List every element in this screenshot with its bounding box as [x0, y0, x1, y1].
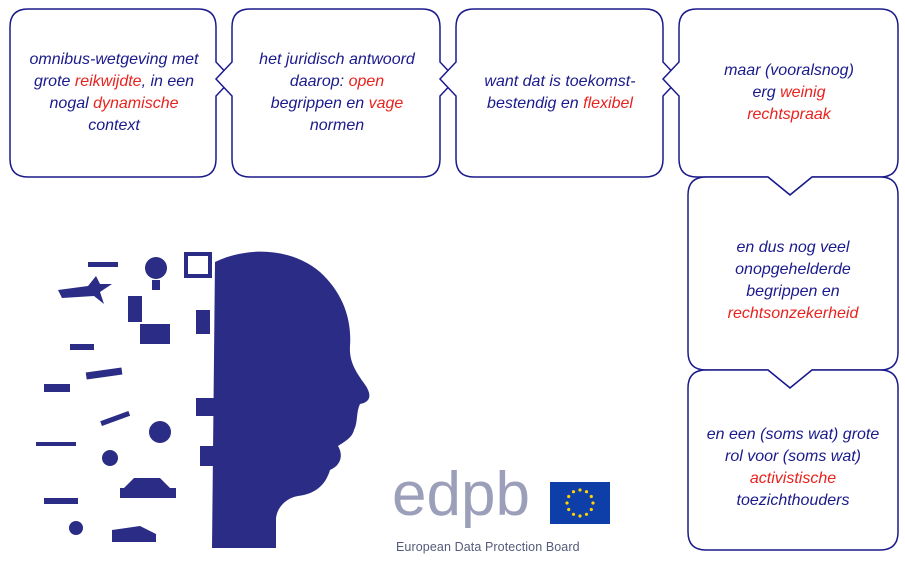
- box-icon: [200, 446, 220, 466]
- box2-highlight: vage: [368, 95, 404, 112]
- flow-box-6-text: en een (soms wat) grote rol voor (soms w…: [692, 390, 894, 546]
- flow-box-1-shape: [9, 8, 234, 178]
- globe-icon: [145, 257, 167, 279]
- tool-icon: [70, 344, 94, 350]
- box3-text-part: want dat is toekomst-bestendig en: [484, 73, 636, 112]
- bulb-icon: [251, 467, 269, 485]
- guitar-icon: [85, 367, 123, 380]
- flow-box-3-shape: [438, 8, 681, 178]
- shoe-icon: [112, 526, 156, 542]
- camera-icon: [149, 421, 171, 443]
- eu-star: [589, 507, 593, 512]
- eu-star: [567, 507, 571, 512]
- flow-box-1-text: omnibus-wetgeving met grote reikwijdte, …: [14, 14, 214, 172]
- box2-text-part: begrippen en: [270, 95, 369, 112]
- edpb-subtitle: European Data Protection Board: [396, 540, 580, 554]
- laptop-icon: [140, 324, 170, 344]
- car-icon: [120, 478, 176, 498]
- box6-text-part: en een (soms wat) grote rol voor (soms w…: [706, 426, 880, 465]
- eu-star: [565, 501, 569, 505]
- flow-box-4-text: maar (vooralsnog) erg weinig rechtspraak: [683, 14, 895, 172]
- eu-star: [578, 514, 582, 518]
- wrench-icon: [100, 410, 131, 426]
- box1-highlight: reikwijdte: [74, 73, 142, 90]
- globe-stand-icon: [152, 280, 160, 290]
- box1-text-part: , in een nogal: [49, 73, 195, 112]
- flow-shapes: [9, 8, 899, 551]
- gear-icon: [228, 314, 248, 334]
- keyboard-icon: [232, 356, 264, 384]
- flow-box-2-shape: [214, 8, 458, 178]
- head-illustration: [36, 251, 370, 548]
- box6-text-part: toezichthouders: [736, 492, 850, 509]
- eu-star: [571, 512, 576, 516]
- ruler-icon: [36, 442, 76, 446]
- head-silhouette: [212, 251, 370, 548]
- box4-highlight: weinig rechtspraak: [747, 84, 831, 123]
- box6-highlight: activistische: [749, 470, 837, 487]
- edpb-wordmark: edpb: [392, 460, 530, 529]
- box1-text-part: omnibus-wetgeving met grote: [29, 51, 199, 90]
- eu-star: [567, 494, 571, 499]
- flow-box-2-text: het juridisch antwoord daarop: open begr…: [236, 14, 438, 172]
- box1-highlight: dynamische: [93, 95, 179, 112]
- box2-text-part: normen: [309, 117, 365, 134]
- eu-star: [571, 490, 576, 494]
- object-icons: [36, 252, 269, 542]
- flow-box-6-shape: [687, 369, 899, 551]
- eu-flag: [550, 482, 610, 524]
- phone-icon: [196, 310, 210, 334]
- box2-text-part: het juridisch antwoord daarop:: [259, 51, 415, 90]
- flow-box-5-text: en dus nog veel onopgehelderde begrippen…: [692, 196, 894, 366]
- airplane-icon: [58, 276, 112, 304]
- eu-star: [578, 488, 582, 492]
- box5-highlight: rechtsonzekerheid: [727, 305, 859, 322]
- eu-star: [584, 512, 589, 516]
- frame-icon: [184, 252, 212, 278]
- clock-icon: [102, 450, 118, 466]
- box3-highlight: flexibel: [583, 95, 633, 112]
- eu-stars-icon: [565, 488, 595, 518]
- eu-star: [584, 490, 589, 494]
- box1-text-part: context: [88, 117, 140, 134]
- box2-highlight: open: [348, 73, 385, 90]
- hammer-icon: [88, 262, 118, 267]
- box5-text-part: en dus nog veel onopgehelderde begrippen…: [735, 239, 851, 300]
- eu-star: [591, 501, 595, 505]
- box4-text-part: maar (vooralsnog) erg: [724, 62, 854, 101]
- scale-icon: [69, 521, 83, 535]
- flow-box-3-text: want dat is toekomst-bestendig en flexib…: [460, 14, 660, 172]
- edpb-logo: edpb: [392, 460, 610, 529]
- book-icon: [196, 398, 226, 416]
- drill-icon: [44, 384, 70, 392]
- eu-star: [589, 494, 593, 499]
- chair-icon: [128, 296, 142, 322]
- scissors-icon: [44, 498, 78, 504]
